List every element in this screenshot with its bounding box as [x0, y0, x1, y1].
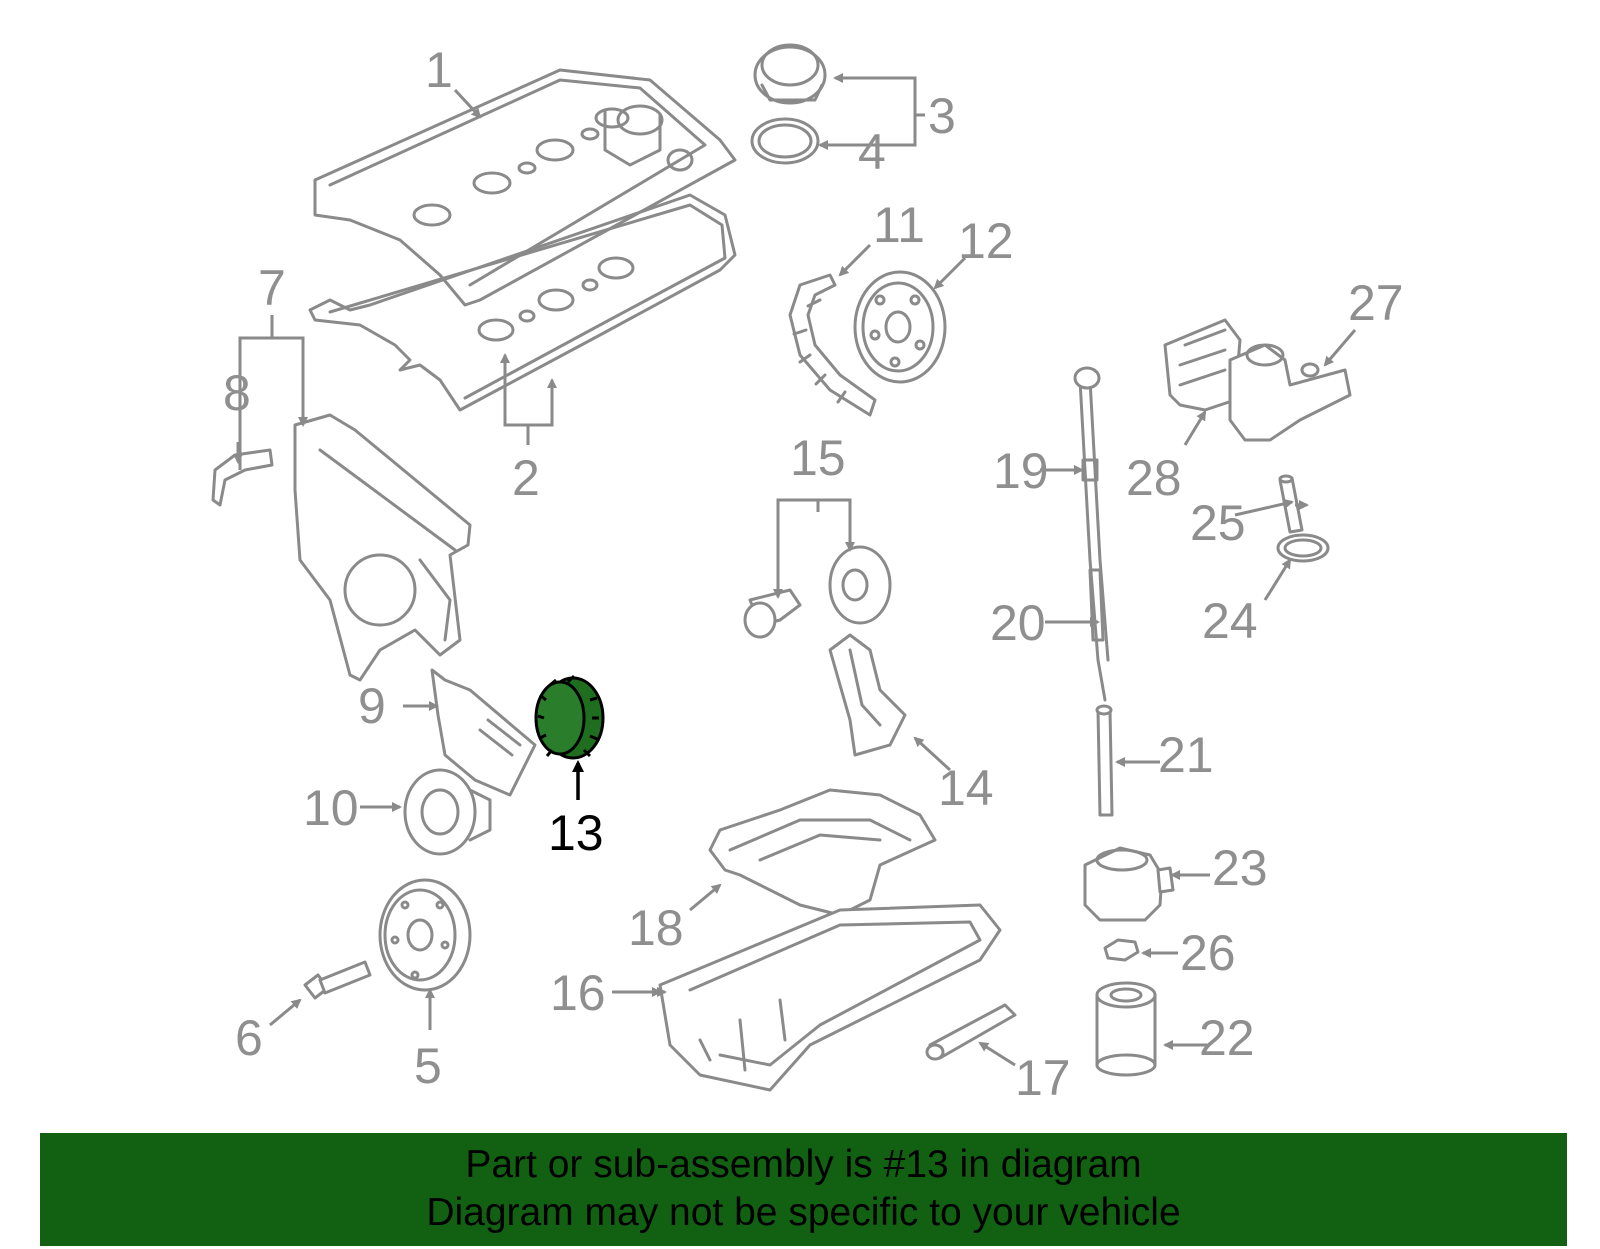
- callout-labels: 1 2 3 4 5 6 7 8 9 10 11 12 13 14 15 16 1…: [223, 42, 1404, 1106]
- oil-cooler-part: [1083, 846, 1175, 922]
- dipstick-part: [1073, 366, 1110, 702]
- oil-filler-cap-part: [753, 43, 827, 105]
- callout-4: 4: [858, 124, 886, 180]
- sealant-tube-part: [925, 1003, 1017, 1061]
- o-ring-part: [1276, 533, 1330, 563]
- rear-timing-cover-part: [211, 448, 274, 507]
- callout-20: 20: [990, 595, 1046, 651]
- info-banner: Part or sub-assembly is #13 in diagram D…: [40, 1133, 1567, 1246]
- callout-7: 7: [258, 260, 286, 316]
- oil-baffle-part: [708, 788, 937, 917]
- callout-5: 5: [414, 1038, 442, 1094]
- callout-8: 8: [223, 365, 251, 421]
- timing-cover-part: [293, 413, 472, 682]
- callout-14: 14: [938, 760, 994, 816]
- valve-cover-part: [313, 68, 737, 307]
- callout-25: 25: [1190, 495, 1246, 551]
- lower-timing-cover-part: [430, 668, 537, 797]
- dipstick-tube-part: [1095, 704, 1114, 817]
- oil-pan-part: [658, 903, 1002, 1092]
- callout-19: 19: [993, 443, 1049, 499]
- oil-cap-seal-part: [750, 117, 820, 165]
- banner-line-2: Diagram may not be specific to your vehi…: [426, 1191, 1181, 1234]
- valve-cover-gasket-part: [308, 193, 737, 412]
- callout-6: 6: [235, 1010, 263, 1066]
- callout-12: 12: [958, 213, 1014, 269]
- callout-18: 18: [628, 900, 684, 956]
- callout-27: 27: [1348, 275, 1404, 331]
- tensioner-part: [743, 545, 892, 639]
- idler-pulley-part: [403, 768, 492, 856]
- callout-28: 28: [1126, 450, 1182, 506]
- callout-26: 26: [1180, 925, 1236, 981]
- callout-16: 16: [550, 965, 606, 1021]
- callout-15: 15: [790, 430, 846, 486]
- callout-11: 11: [873, 197, 925, 253]
- filter-housing-part: [1163, 318, 1352, 442]
- callout-1: 1: [425, 42, 453, 98]
- timing-belt-part: [788, 273, 877, 417]
- crankshaft-sprocket-part: [534, 674, 605, 760]
- callout-9: 9: [358, 678, 386, 734]
- camshaft-gear-part: [853, 270, 947, 384]
- leader-lines: [233, 73, 1357, 1067]
- callout-23: 23: [1212, 840, 1268, 896]
- drain-plug-part: [1103, 938, 1140, 962]
- banner-line-1: Part or sub-assembly is #13 in diagram: [465, 1143, 1142, 1186]
- parts-diagram: 1 2 3 4 5 6 7 8 9 10 11 12 13 14 15 16 1…: [211, 42, 1404, 1106]
- callout-2: 2: [512, 450, 540, 506]
- callout-13: 13: [548, 805, 604, 861]
- callout-17: 17: [1015, 1050, 1071, 1106]
- callout-10: 10: [303, 780, 359, 836]
- crankshaft-pulley-part: [378, 878, 472, 992]
- callout-24: 24: [1202, 593, 1258, 649]
- callout-3: 3: [928, 88, 956, 144]
- pulley-bolt-part: [303, 960, 372, 1000]
- engine-bracket-part: [828, 633, 907, 757]
- oil-filter-part: [1095, 981, 1157, 1077]
- callout-21: 21: [1158, 727, 1214, 783]
- callout-22: 22: [1199, 1010, 1255, 1066]
